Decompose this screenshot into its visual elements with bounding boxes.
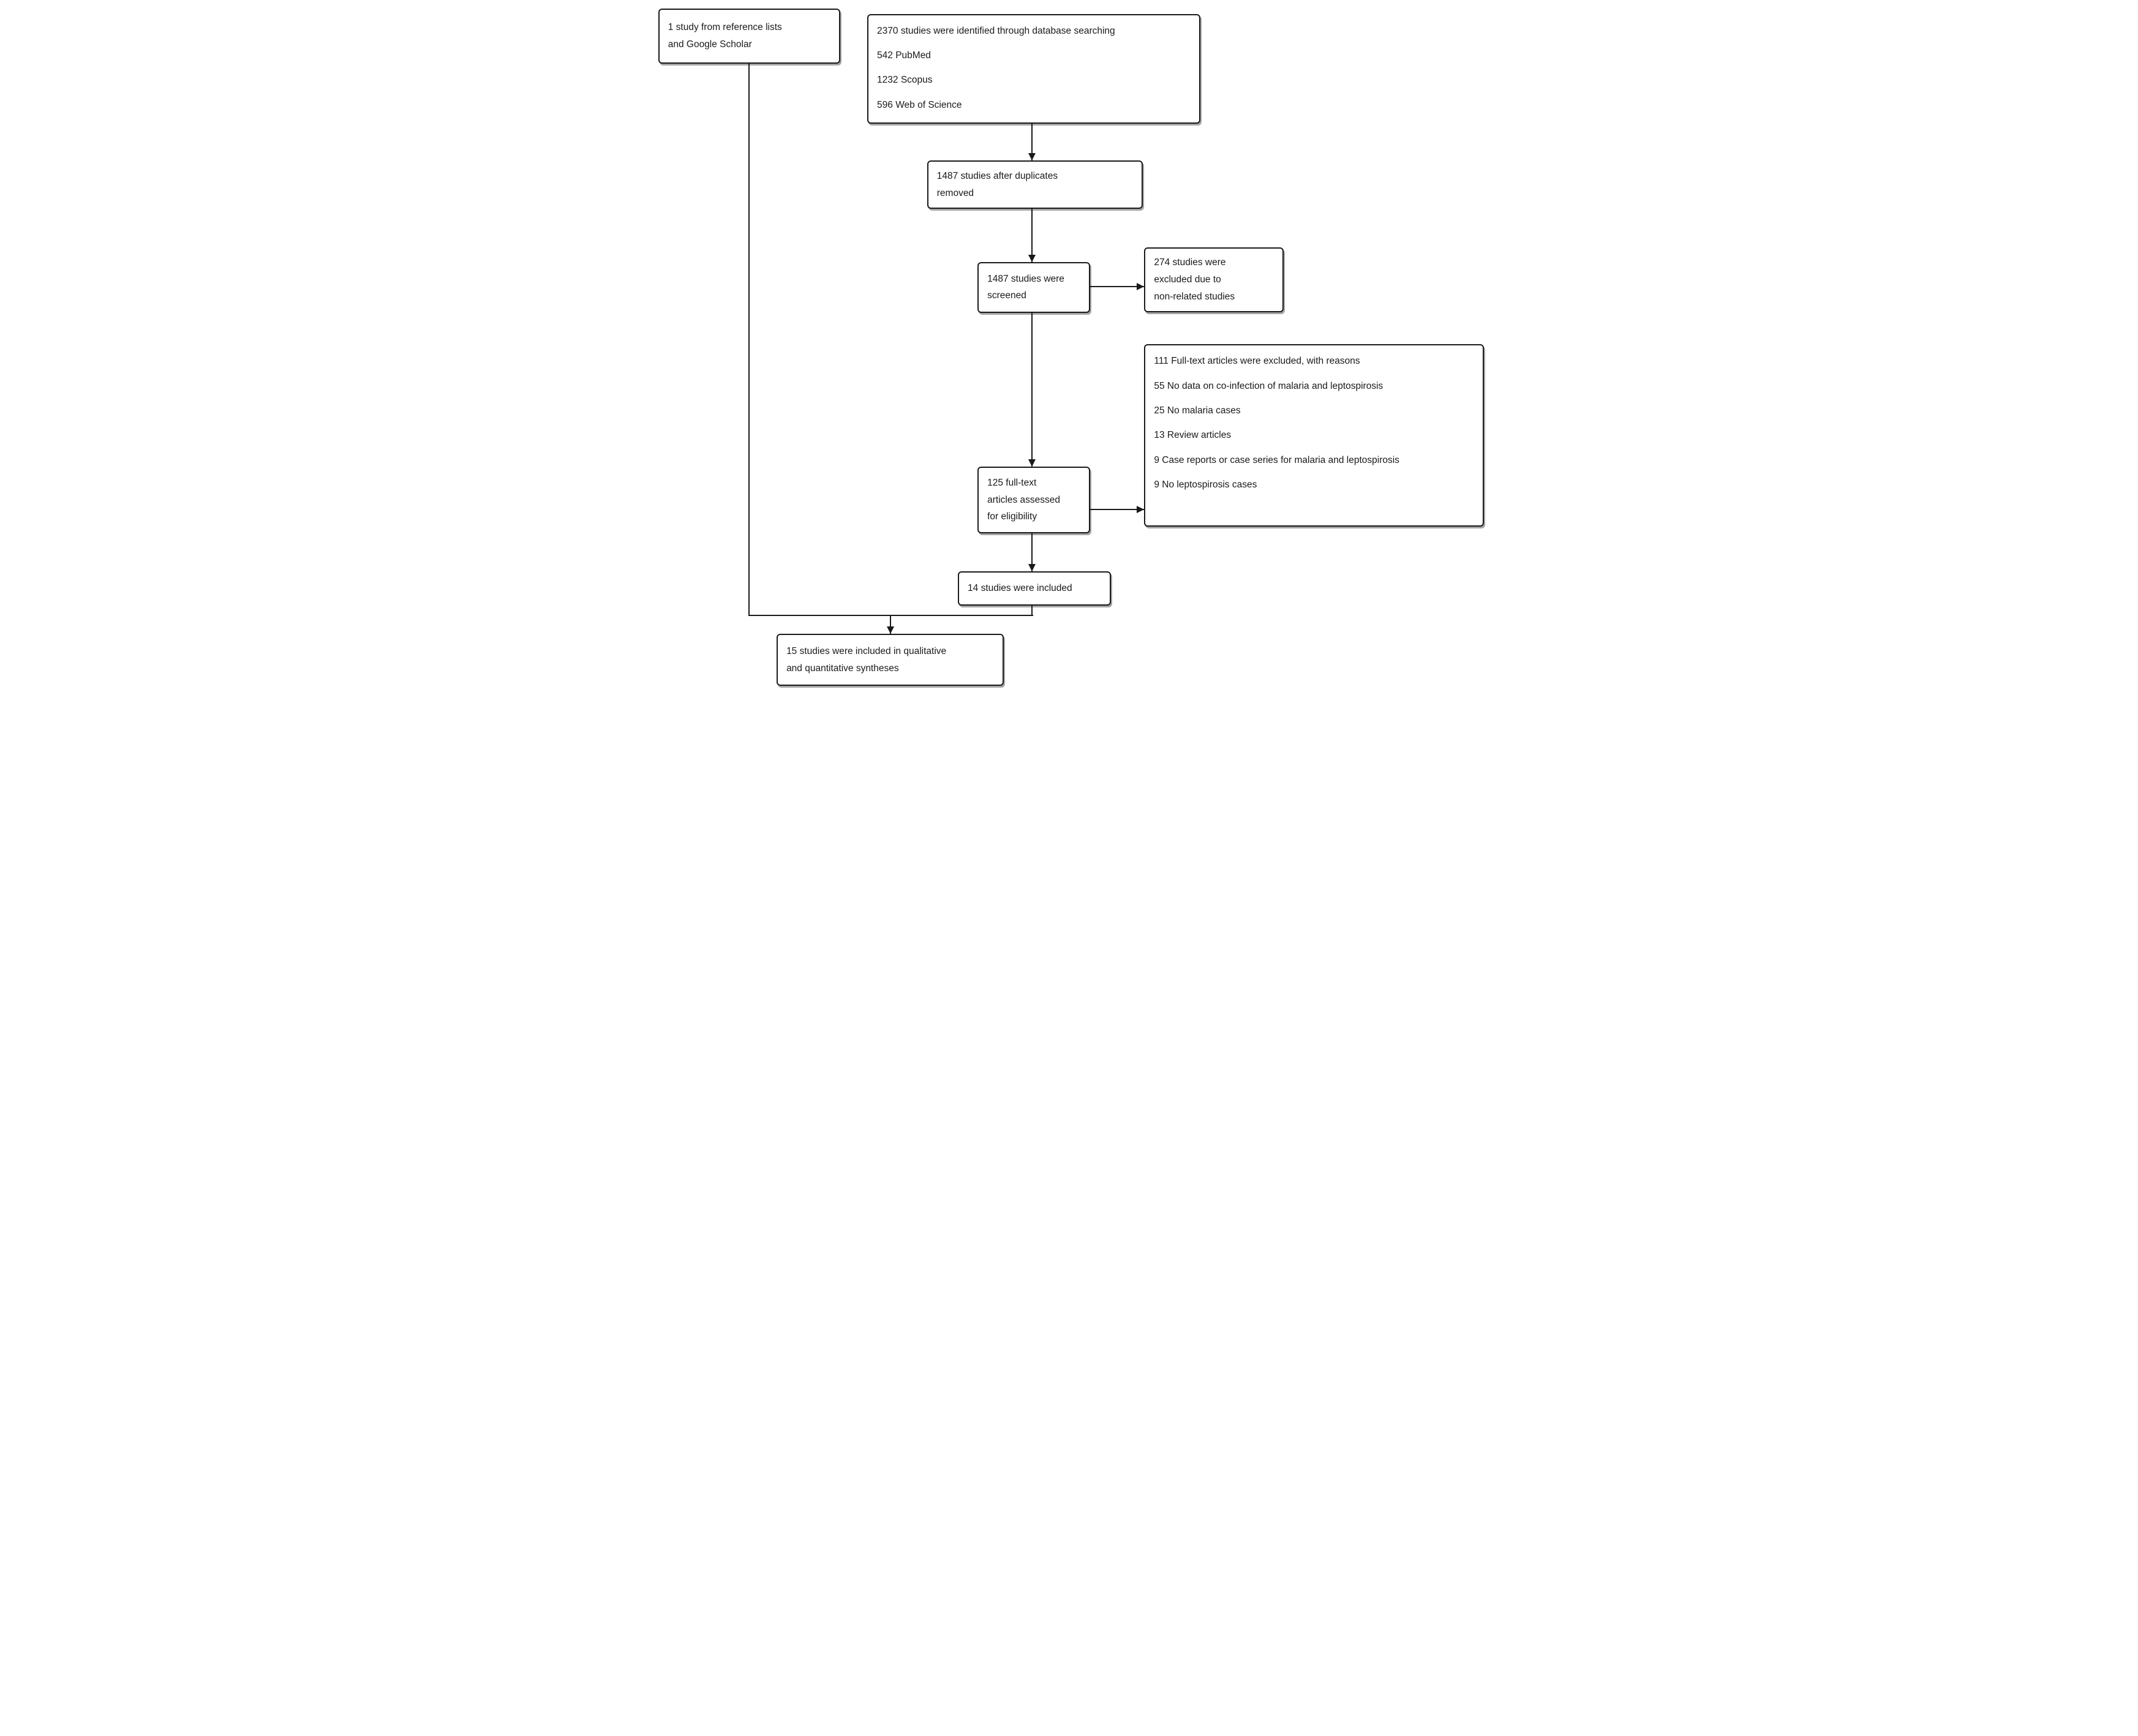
connector-screened-to-fulltext-assessed [1031, 313, 1033, 467]
box-text-line: screened [987, 290, 1026, 301]
box-text-line: 125 full-text [987, 477, 1037, 488]
box-text-line: 596 Web of Science [877, 99, 962, 110]
arrowhead-down-icon [1028, 564, 1036, 572]
box-text-line: 542 PubMed [877, 50, 931, 61]
connector-fulltext-to-excluded [1090, 509, 1145, 511]
connector-fulltext-to-included [1031, 533, 1033, 572]
arrowhead-right-icon [1137, 506, 1145, 514]
connector-included-to-junction [1031, 605, 1033, 616]
box-text-line: 2370 studies were identified through dat… [877, 25, 1115, 36]
arrowhead-down-icon [1028, 152, 1036, 160]
box-text-line: and Google Scholar [668, 39, 752, 50]
box-fulltext-assessed: 125 full-text articles assessed for elig… [977, 467, 1091, 533]
box-text-line: 1487 studies after duplicates [936, 170, 1058, 181]
arrowhead-down-icon [886, 626, 894, 634]
box-text-line: for eligibility [987, 511, 1037, 522]
box-text-line: 1487 studies were [987, 273, 1064, 284]
box-text-line: 9 Case reports or case series for malari… [1154, 454, 1399, 465]
box-text-line: 15 studies were included in qualitative [786, 645, 947, 656]
connector-reference-to-junction [748, 64, 750, 616]
connector-duplicates-to-screened [1031, 209, 1033, 262]
box-text-line: 25 No malaria cases [1154, 405, 1241, 416]
box-text-line: articles assessed [987, 494, 1061, 505]
box-text-line: 274 studies were [1154, 257, 1226, 268]
box-text-line: 1 study from reference lists [668, 22, 782, 33]
box-text-line: 55 No data on co-infection of malaria an… [1154, 380, 1383, 391]
box-studies-included: 14 studies were included [958, 571, 1111, 606]
connector-junction-to-synthesis [889, 615, 891, 635]
box-text-line: 1232 Scopus [877, 75, 933, 86]
connector-screened-to-excluded [1090, 286, 1145, 288]
box-text-line: 14 studies were included [968, 583, 1072, 594]
box-text-line: 13 Review articles [1154, 430, 1232, 441]
box-synthesis-included: 15 studies were included in qualitative … [777, 634, 1004, 686]
box-text-line: removed [936, 187, 974, 198]
box-reference-lists: 1 study from reference lists and Google … [658, 8, 841, 64]
arrowhead-right-icon [1137, 283, 1145, 291]
connector-identification-to-duplicates [1031, 123, 1033, 160]
box-text-line: 111 Full-text articles were excluded, wi… [1154, 356, 1360, 367]
box-screening-excluded: 274 studies were excluded due to non-rel… [1144, 247, 1284, 312]
arrowhead-down-icon [1028, 459, 1036, 467]
box-text-line: excluded due to [1154, 274, 1221, 285]
box-text-line: 9 No leptospirosis cases [1154, 479, 1257, 490]
connector-junction-horizontal [749, 614, 1033, 616]
box-text-line: and quantitative syntheses [786, 663, 899, 674]
prisma-flow-diagram: 1 study from reference lists and Google … [641, 0, 1497, 694]
box-screened: 1487 studies were screened [977, 261, 1091, 314]
box-fulltext-excluded: 111 Full-text articles were excluded, wi… [1144, 344, 1484, 527]
box-database-identification: 2370 studies were identified through dat… [867, 13, 1201, 124]
box-duplicates-removed: 1487 studies after duplicates removed [927, 160, 1143, 209]
box-text-line: non-related studies [1154, 291, 1235, 302]
arrowhead-down-icon [1028, 254, 1036, 262]
